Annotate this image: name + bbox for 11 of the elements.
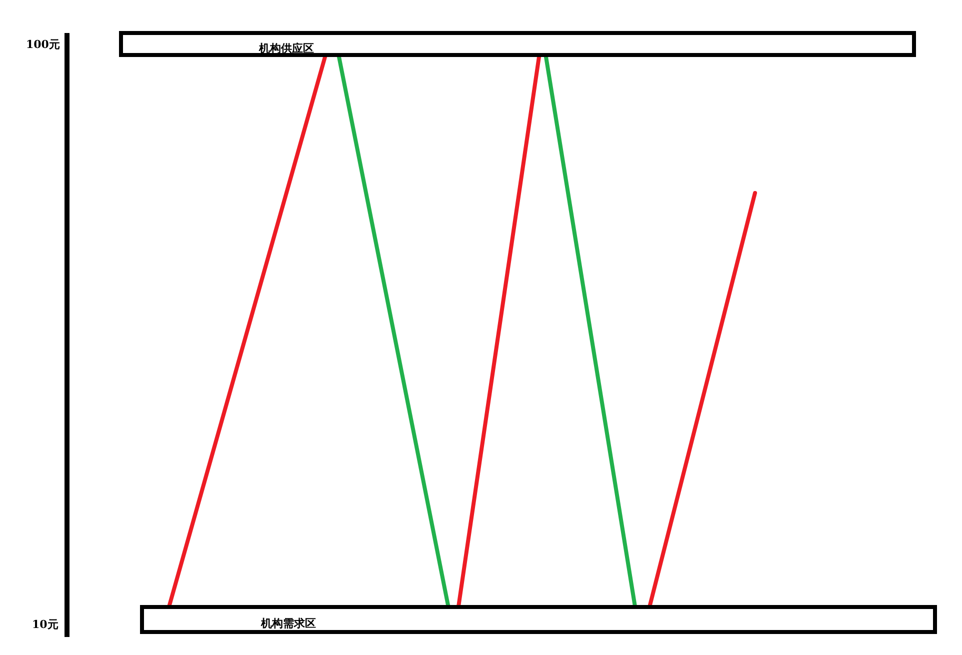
price-line [544, 55, 637, 607]
price-line [648, 191, 757, 607]
price-label: 10元 [32, 617, 58, 632]
zone-box [140, 605, 937, 634]
zone-box [119, 31, 916, 57]
price-line [168, 55, 327, 607]
price-line [456, 55, 541, 607]
zone-label: 机构供应区 [259, 42, 314, 56]
price-label: 100元 [26, 37, 60, 52]
zone-label: 机构需求区 [261, 616, 316, 631]
price-line [337, 55, 450, 607]
